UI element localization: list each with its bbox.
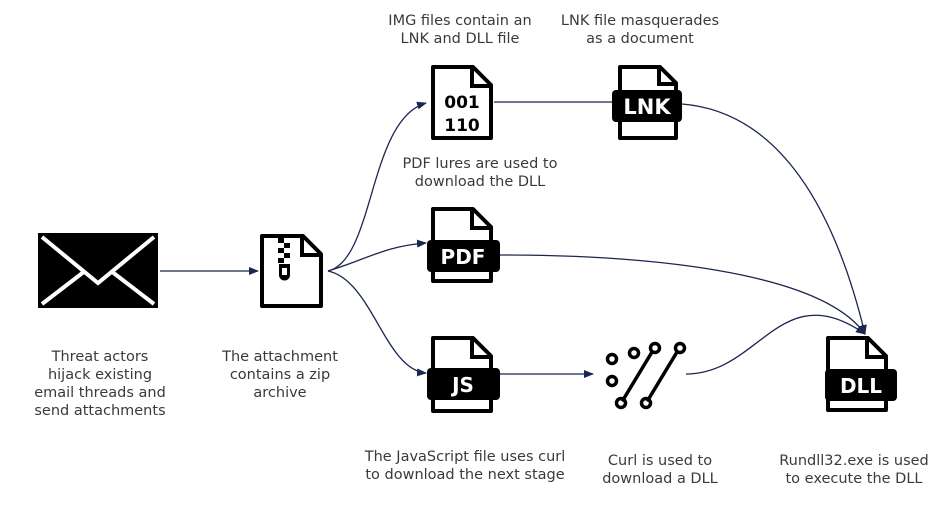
caption-lnk: LNK file masquerades as a document bbox=[540, 12, 740, 48]
arrow-zip-to-pdf bbox=[327, 239, 427, 272]
caption-line: Threat actors bbox=[51, 349, 149, 365]
lnk-file-icon: LNK bbox=[612, 65, 682, 140]
caption-pdf: PDF lures are used to download the DLL bbox=[375, 155, 585, 191]
caption-line: LNK file masquerades bbox=[560, 13, 720, 29]
binary-text-line-2: 110 bbox=[444, 116, 480, 136]
caption-line: PDF lures are used to bbox=[402, 156, 558, 172]
caption-line: Rundll32.exe is used bbox=[779, 453, 929, 469]
binary-text-line-1: 001 bbox=[444, 93, 480, 113]
js-label: JS bbox=[450, 373, 474, 397]
pdf-label: PDF bbox=[441, 245, 486, 269]
binary-file-icon: 001 110 bbox=[431, 65, 493, 140]
caption-dll: Rundll32.exe is used to execute the DLL bbox=[768, 452, 940, 488]
caption-line: send attachments bbox=[34, 403, 166, 419]
caption-line: download the DLL bbox=[414, 174, 546, 190]
caption-line: as a document bbox=[586, 31, 694, 47]
caption-zip: The attachment contains a zip archive bbox=[210, 348, 350, 402]
caption-curl: Curl is used to download a DLL bbox=[585, 452, 735, 488]
caption-line: IMG files contain an bbox=[388, 13, 532, 29]
caption-line: archive bbox=[253, 385, 307, 401]
arrow-curl-to-dll bbox=[685, 314, 866, 375]
arrow-zip-to-img bbox=[327, 101, 427, 272]
caption-line: The attachment bbox=[222, 349, 338, 365]
caption-line: Curl is used to bbox=[607, 453, 713, 469]
arrow-pdf-to-dll bbox=[499, 254, 866, 335]
caption-line: email threads and bbox=[34, 385, 166, 401]
lnk-label: LNK bbox=[623, 95, 671, 119]
caption-line: hijack existing bbox=[47, 367, 153, 383]
curl-icon bbox=[605, 341, 687, 410]
pdf-file-icon: PDF bbox=[427, 207, 500, 283]
envelope-icon bbox=[38, 233, 158, 308]
caption-line: contains a zip bbox=[229, 367, 331, 383]
arrow-zip-to-js bbox=[327, 270, 427, 377]
caption-line: The JavaScript file uses curl bbox=[364, 449, 566, 465]
caption-js: The JavaScript file uses curl to downloa… bbox=[350, 448, 580, 484]
connectors bbox=[160, 101, 867, 378]
js-file-icon: JS bbox=[427, 336, 500, 413]
caption-line: download a DLL bbox=[602, 471, 718, 487]
caption-line: to execute the DLL bbox=[785, 471, 923, 487]
arrow-lnk-to-dll bbox=[681, 103, 867, 335]
caption-line: to download the next stage bbox=[365, 467, 565, 483]
zip-file-icon bbox=[260, 234, 323, 308]
dll-label: DLL bbox=[840, 374, 882, 398]
caption-img: IMG files contain an LNK and DLL file bbox=[350, 12, 570, 48]
caption-line: LNK and DLL file bbox=[400, 31, 520, 47]
caption-email: Threat actors hijack existing email thre… bbox=[20, 348, 180, 420]
dll-file-icon: DLL bbox=[825, 336, 897, 412]
